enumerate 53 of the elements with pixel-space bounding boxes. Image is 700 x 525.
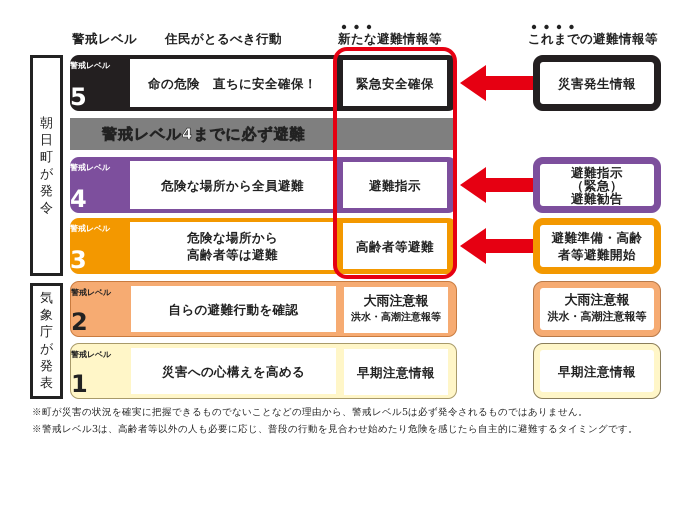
info-text: 避難準備・高齢者等避難開始 [550,229,644,263]
info-text: 大雨注意報 [564,293,630,309]
old-info-box [533,157,661,213]
old-info-box [533,281,661,337]
arrow [460,65,533,101]
level-number: 4 [70,185,88,213]
issuer-box [30,283,63,399]
info-text: 避難指示（緊急）避難勧告 [570,166,624,204]
footnote: ※町が災害の状況を確実に把握できるものでないことなどの理由から、警戒レベル5は必ず発令されるものではありません。 [32,406,588,419]
action-text: 災害への心構えを高める [131,348,336,394]
level-number: 3 [70,246,88,274]
level-row [70,281,457,337]
column-header: 新たな避難情報等 [338,31,442,48]
old-info-box [533,218,661,274]
level-caption: 警戒レベル [70,163,111,173]
info-text: 災害発生情報 [556,74,637,92]
action-text: 自らの避難行動を確認 [131,286,336,332]
issuer-box [30,55,63,276]
banner-text: 警戒レベル4までに必ず避難 [102,124,306,144]
column-header: 住民がとるべき行動 [165,31,282,48]
info-text: 緊急安全確保 [356,74,434,92]
level-caption: 警戒レベル [71,288,112,298]
new-info-box [342,161,448,209]
info-text: 大雨注意報 [364,294,428,310]
arrow [460,167,533,203]
issuer-label: 朝日町が発令 [40,114,54,216]
info-text: 高齢者等避難 [356,238,434,254]
new-info-box [342,59,448,107]
action-text: 命の危険 直ちに安全確保！ [130,59,335,107]
column-header: 警戒レベル [72,31,137,48]
level-number: 2 [71,308,89,336]
column-header: これまでの避難情報等 [528,31,658,48]
arrow [460,228,533,264]
level-number: 5 [70,83,88,111]
old-info-box [533,343,661,399]
info-text: 避難指示 [369,176,421,194]
info-text: 洪水・高潮注意報等 [351,310,441,325]
action-text: 危険な場所から全員避難 [130,161,335,209]
action-text: 危険な場所から高齢者等は避難 [130,222,335,270]
new-info-box [342,222,448,270]
old-info-box [533,55,661,111]
new-info-box [343,286,449,334]
info-text: 早期注意情報 [557,362,637,380]
info-text: 早期注意情報 [357,364,435,380]
level-caption: 警戒レベル [70,61,111,71]
level-row [70,343,457,399]
info-text: 洪水・高潮注意報等 [548,309,646,325]
level-caption: 警戒レベル [71,350,112,360]
issuer-label: 気象庁が発表 [40,290,54,392]
new-info-box [343,348,449,396]
footnote: ※警戒レベル3は、高齢者等以外の人も必要に応じ、普段の行動を見合わせ始めたり危険を感じたら自主的に避難するタイミングです。 [32,423,638,436]
level-caption: 警戒レベル [70,224,111,234]
level-number: 1 [71,370,89,398]
